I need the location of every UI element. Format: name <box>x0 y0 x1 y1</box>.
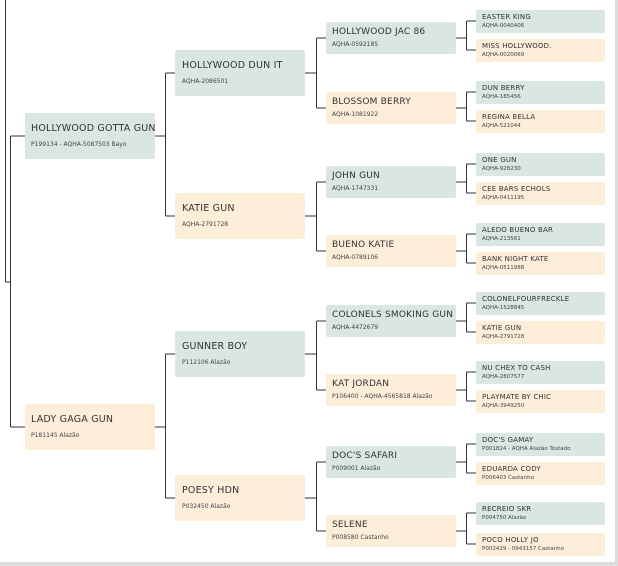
sd-dam-name: BUENO KATIE <box>332 240 395 250</box>
dd-sire-box[interactable]: DOC'S SAFARI P009001 Alazão <box>326 446 456 478</box>
dss-box[interactable]: ONE GUN AQHA-928230 <box>476 153 605 176</box>
dds-name: ALEDO BUENO BAR <box>482 226 554 234</box>
m-sss-registration: AQHA-1528845 <box>482 305 525 311</box>
sire-box[interactable]: HOLLYWOOD GOTTA GUN P199134 - AQHA-50875… <box>25 113 155 159</box>
paternal-grandsire-registration: AQHA-2086501 <box>182 78 229 85</box>
ds-dam-registration: P106400 - AQHA-4565818 Alazão <box>332 393 433 400</box>
maternal-granddam-registration: P032450 Alazão <box>182 503 231 510</box>
ss-dam-registration: AQHA-1081922 <box>332 111 379 118</box>
dsd-registration: AQHA-0411195 <box>482 195 525 201</box>
m-dds-name: RECREIO SKR <box>482 505 532 513</box>
dsd-name: CEE BARS ECHOLS <box>482 185 551 193</box>
dam-name: LADY GAGA GUN <box>31 414 114 425</box>
paternal-granddam-box[interactable]: KATIE GUN AQHA-2791728 <box>175 193 305 239</box>
maternal-granddam-box[interactable]: POESY HDN P032450 Alazão <box>175 475 305 521</box>
ds-sire-name: COLONELS SMOKING GUN <box>332 310 454 320</box>
dsd-box[interactable]: CEE BARS ECHOLS AQHA-0411195 <box>476 182 605 205</box>
sdd-registration: AQHA-521044 <box>482 123 521 129</box>
sd-sire-registration: AQHA-1747331 <box>332 185 379 192</box>
sire-registration: P199134 - AQHA-5087503 Bayo <box>31 141 127 148</box>
ds-sire-box[interactable]: COLONELS SMOKING GUN AQHA-4472679 <box>326 305 456 337</box>
ss-sire-box[interactable]: HOLLYWOOD JAC 86 AQHA-0592185 <box>326 22 456 54</box>
sire-name: HOLLYWOOD GOTTA GUN <box>31 123 155 134</box>
sss-box[interactable]: EASTER KING AQHA-0040406 <box>476 10 605 33</box>
m-dss-box[interactable]: DOC'S GAMAY P001824 - AQHA Alazão Tostad… <box>476 433 605 456</box>
m-sss-name: COLONELFOURFRECKLE <box>482 295 570 303</box>
m-sds-name: NU CHEX TO CASH <box>482 364 551 372</box>
maternal-granddam-name: POESY HDN <box>182 485 240 496</box>
page-edge-right <box>615 0 618 566</box>
maternal-grandsire-name: GUNNER BOY <box>182 341 248 352</box>
m-ssd-registration: AQHA-2791728 <box>482 334 525 340</box>
sd-sire-name: JOHN GUN <box>332 171 380 181</box>
dd-dam-box[interactable]: SELENE P008580 Castanho <box>326 515 456 547</box>
paternal-grandsire-name: HOLLYWOOD DUN IT <box>182 60 283 71</box>
sd-dam-registration: AQHA-0789106 <box>332 254 379 261</box>
ssd-registration: AQHA-0020069 <box>482 52 525 58</box>
dam-registration: P181145 Alazão <box>31 432 80 439</box>
sds-registration: AQHA-185456 <box>482 94 521 100</box>
maternal-grandsire-box[interactable]: GUNNER BOY P112106 Alazão <box>175 331 305 377</box>
m-dsd-name: EDUARDA CODY <box>482 465 541 473</box>
m-ssd-box[interactable]: KATIE GUN AQHA-2791728 <box>476 321 605 344</box>
paternal-granddam-registration: AQHA-2791728 <box>182 221 229 228</box>
m-dss-name: DOC'S GAMAY <box>482 436 534 444</box>
ssd-box[interactable]: MISS HOLLYWOOD. AQHA-0020069 <box>476 39 605 62</box>
m-ddd-box[interactable]: POCO HOLLY JO P002429 - 0943157 Castanho <box>476 533 605 556</box>
m-sds-box[interactable]: NU CHEX TO CASH AQHA-2807577 <box>476 361 605 384</box>
ss-sire-name: HOLLYWOOD JAC 86 <box>332 27 426 37</box>
sdd-box[interactable]: REGINA BELLA AQHA-521044 <box>476 110 605 133</box>
dd-dam-name: SELENE <box>332 520 368 530</box>
maternal-grandsire-registration: P112106 Alazão <box>182 359 231 366</box>
page-edge-bottom <box>0 562 618 566</box>
m-sdd-registration: AQHA-3949250 <box>482 403 525 409</box>
m-ddd-name: POCO HOLLY JO <box>482 536 539 544</box>
m-dds-box[interactable]: RECREIO SKR P004750 Alazão <box>476 502 605 525</box>
m-sds-registration: AQHA-2807577 <box>482 374 525 380</box>
dam-box[interactable]: LADY GAGA GUN P181145 Alazão <box>25 404 155 450</box>
dds-registration: AQHA-213561 <box>482 236 521 242</box>
m-sss-box[interactable]: COLONELFOURFRECKLE AQHA-1528845 <box>476 292 605 315</box>
paternal-grandsire-box[interactable]: HOLLYWOOD DUN IT AQHA-2086501 <box>175 50 305 96</box>
sds-name: DUN BERRY <box>482 84 525 92</box>
dd-sire-registration: P009001 Alazão <box>332 465 381 472</box>
dss-name: ONE GUN <box>482 156 517 164</box>
m-ssd-name: KATIE GUN <box>482 324 522 332</box>
ds-sire-registration: AQHA-4472679 <box>332 324 379 331</box>
dd-dam-registration: P008580 Castanho <box>332 534 389 541</box>
m-sdd-box[interactable]: PLAYMATE BY CHIC AQHA-3949250 <box>476 390 605 413</box>
m-ddd-registration: P002429 - 0943157 Castanho <box>482 546 564 552</box>
dds-box[interactable]: ALEDO BUENO BAR AQHA-213561 <box>476 223 605 246</box>
m-dss-registration: P001824 - AQHA Alazão Tostado <box>482 446 571 452</box>
m-dds-registration: P004750 Alazão <box>482 515 527 521</box>
ds-dam-name: KAT JORDAN <box>332 379 390 389</box>
ds-dam-box[interactable]: KAT JORDAN P106400 - AQHA-4565818 Alazão <box>326 374 456 406</box>
ddd-registration: AQHA-0511988 <box>482 265 525 271</box>
ss-dam-name: BLOSSOM BERRY <box>332 97 411 107</box>
ddd-name: BANK NIGHT KATE <box>482 255 549 263</box>
m-dsd-box[interactable]: EDUARDA CODY P006403 Castanho <box>476 462 605 485</box>
sd-sire-box[interactable]: JOHN GUN AQHA-1747331 <box>326 166 456 198</box>
sss-registration: AQHA-0040406 <box>482 23 525 29</box>
m-sdd-name: PLAYMATE BY CHIC <box>482 393 552 401</box>
ssd-name: MISS HOLLYWOOD. <box>482 42 552 50</box>
dss-registration: AQHA-928230 <box>482 166 521 172</box>
paternal-granddam-name: KATIE GUN <box>182 203 235 214</box>
ss-dam-box[interactable]: BLOSSOM BERRY AQHA-1081922 <box>326 92 456 124</box>
ddd-box[interactable]: BANK NIGHT KATE AQHA-0511988 <box>476 252 605 275</box>
m-dsd-registration: P006403 Castanho <box>482 475 535 481</box>
sss-name: EASTER KING <box>482 13 531 21</box>
sds-box[interactable]: DUN BERRY AQHA-185456 <box>476 81 605 104</box>
sdd-name: REGINA BELLA <box>482 113 536 121</box>
sd-dam-box[interactable]: BUENO KATIE AQHA-0789106 <box>326 235 456 267</box>
ss-sire-registration: AQHA-0592185 <box>332 41 379 48</box>
dd-sire-name: DOC'S SAFARI <box>332 451 398 461</box>
